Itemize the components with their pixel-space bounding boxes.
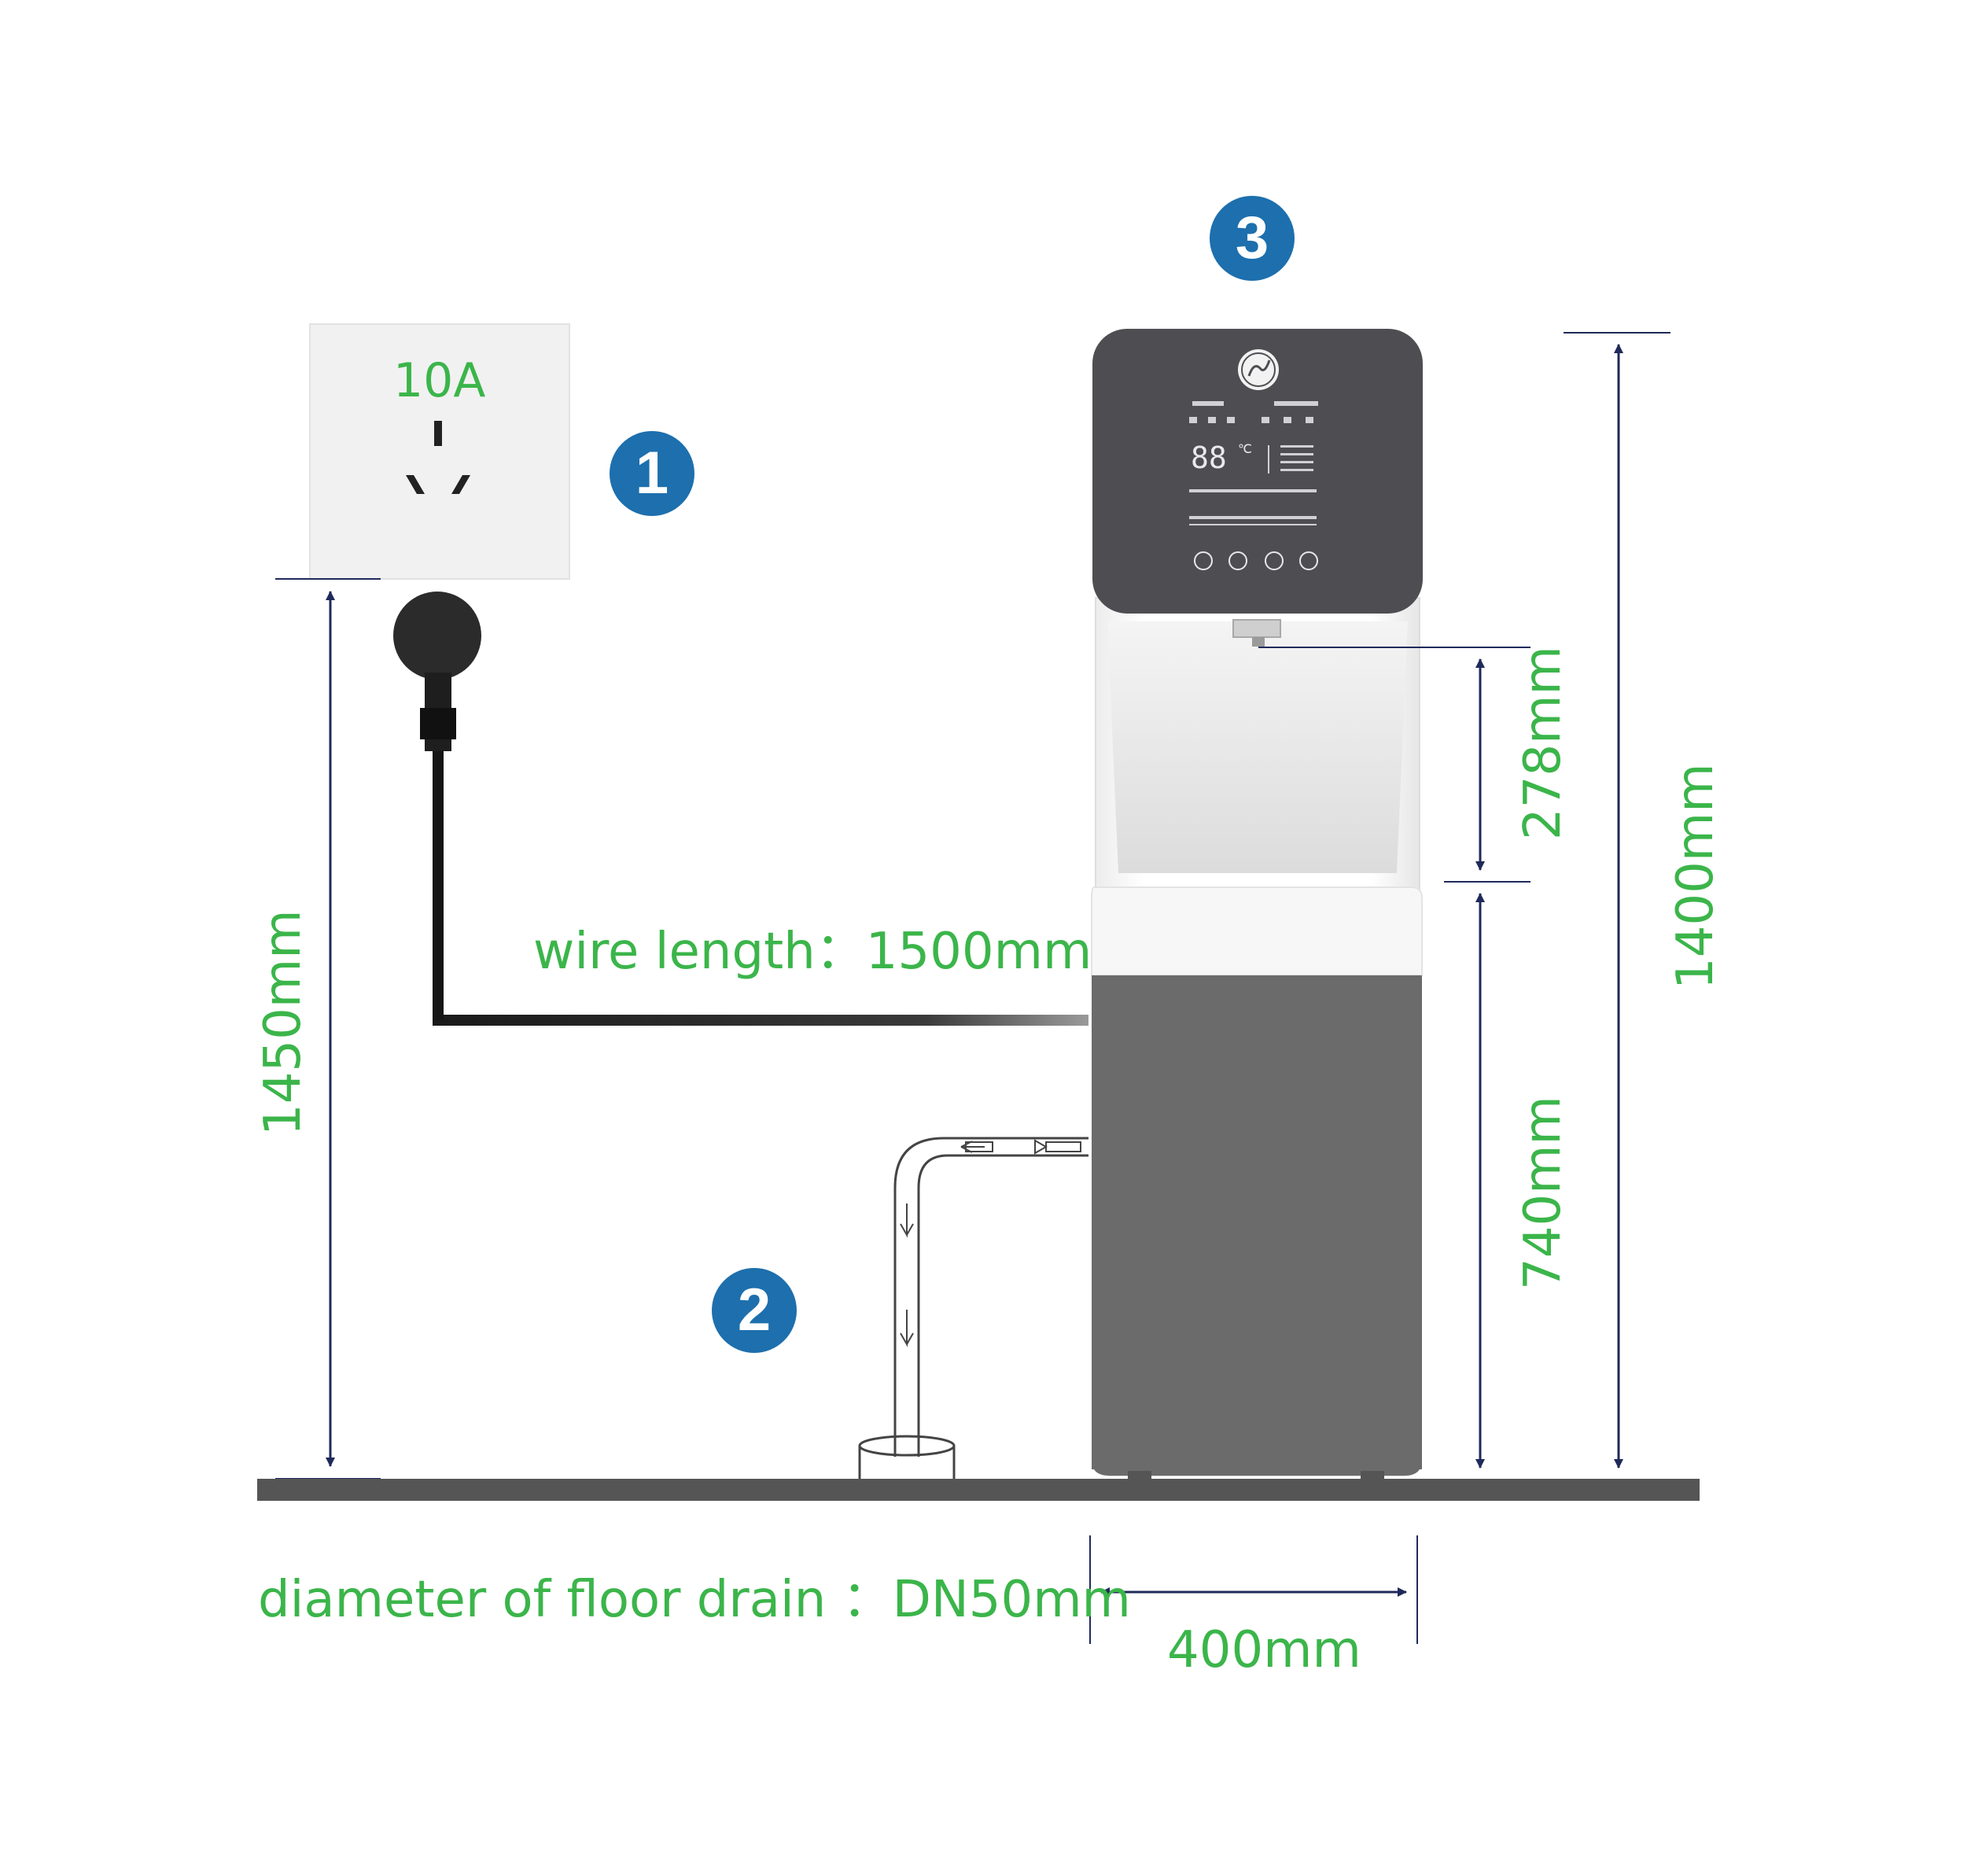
water-outlet (1232, 619, 1281, 638)
wire-length-label: wire length：1500mm (533, 923, 1092, 981)
touch-button-1[interactable] (1194, 551, 1213, 570)
dispense-gap-label: 278mm (1514, 646, 1572, 840)
badge-2: 2 (712, 1268, 797, 1353)
control-panel (1092, 329, 1423, 614)
touch-button-2[interactable] (1228, 551, 1247, 570)
display-temperature: 88 (1191, 440, 1227, 475)
drain-pipe (893, 1137, 1088, 1457)
touch-button-3[interactable] (1265, 551, 1284, 570)
socket-pin-left (406, 475, 425, 494)
badge-1: 1 (610, 431, 694, 516)
total-height-label: 1400mm (1667, 763, 1725, 990)
touch-buttons (1194, 551, 1318, 570)
width-label: 400mm (1167, 1621, 1361, 1679)
wall-socket (309, 323, 570, 580)
lower-height-label: 740mm (1514, 1096, 1572, 1290)
water-dispenser (1091, 329, 1423, 1479)
drain-diameter-label: diameter of floor drain ：DN50mm (258, 1571, 1131, 1629)
socket-rating: 10A (393, 353, 486, 408)
touch-button-4[interactable] (1299, 551, 1318, 570)
badge-3: 3 (1210, 196, 1295, 281)
socket-pin-right (451, 475, 470, 494)
floor-drain (858, 1435, 956, 1482)
display-unit: ℃ (1238, 441, 1252, 456)
dimension-dispense-gap (1258, 647, 1531, 883)
dimension-total-height (1564, 332, 1670, 1469)
ge-logo (1238, 349, 1279, 390)
power-plug (393, 592, 481, 751)
floor-line (257, 1479, 1700, 1501)
socket-height-label: 1450mm (254, 909, 312, 1136)
dimension-width (1089, 1535, 1418, 1644)
